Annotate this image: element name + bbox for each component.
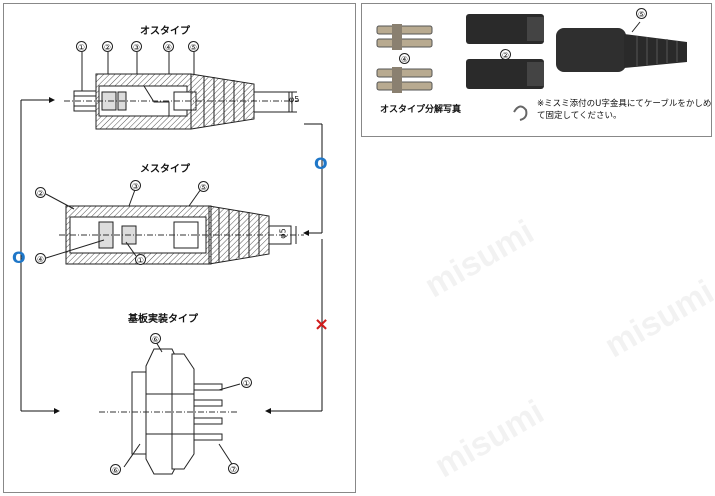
photo-label-5: ⑤ — [636, 8, 647, 19]
disassembly-photo-panel: ④ ② ⑤ オスタイプ分解写真 ※ミスミ添付のU字金具にてケーブルをかしめて固定… — [361, 3, 712, 137]
photo-part-2 — [466, 14, 544, 89]
part-number-2: ② — [102, 41, 113, 52]
board-type-title: 基板実装タイプ — [128, 314, 198, 325]
part-number-1: ① — [241, 377, 252, 388]
connector-drawings — [20, 52, 323, 475]
photo-part-5 — [556, 21, 687, 72]
part-number-4: ④ — [163, 41, 174, 52]
clamp-note: ※ミスミ添付のU字金具にてケーブルをかしめて固定してください。 — [537, 99, 712, 121]
part-number-6: ⑥ — [110, 464, 121, 475]
female-type-title: メスタイプ — [140, 164, 190, 175]
male-type-title: オスタイプ — [140, 26, 190, 37]
photo-label-4: ④ — [399, 53, 410, 64]
part-number-5: ⑤ — [188, 41, 199, 52]
u-clamp — [513, 105, 528, 121]
part-number-7: ⑦ — [228, 463, 239, 474]
watermark: misumi — [418, 212, 541, 306]
connector-diagram-panel: オスタイプ メスタイプ 基板実装タイプ ① ② ③ ④ ⑤ φ5 ② ③ ⑤ ④… — [3, 3, 356, 493]
part-number-1: ① — [135, 254, 146, 265]
photo-label-2: ② — [500, 49, 511, 60]
female-connector-drawing — [45, 186, 304, 265]
male-connector-drawing — [64, 52, 299, 130]
compatible-mark-male-female: O — [314, 154, 328, 173]
photo-caption: オスタイプ分解写真 — [380, 105, 462, 115]
compatibility-lines — [20, 97, 323, 414]
male-diameter-label: φ5 — [289, 95, 300, 104]
part-number-5: ⑤ — [198, 181, 209, 192]
part-number-1: ① — [76, 41, 87, 52]
watermark: misumi — [428, 392, 551, 486]
part-number-3: ③ — [130, 180, 141, 191]
part-number-4: ④ — [35, 253, 46, 264]
incompatible-mark-female-board: × — [314, 314, 330, 335]
compatible-mark-male-board: O — [12, 248, 26, 267]
watermark: misumi — [598, 272, 715, 366]
part-number-3: ③ — [131, 41, 142, 52]
part-number-6: ⑥ — [150, 333, 161, 344]
board-mount-drawing — [99, 341, 241, 475]
photo-part-4 — [376, 24, 433, 93]
part-number-2: ② — [35, 187, 46, 198]
female-diameter-label: φ5 — [278, 228, 288, 239]
disassembly-photo — [376, 14, 687, 121]
